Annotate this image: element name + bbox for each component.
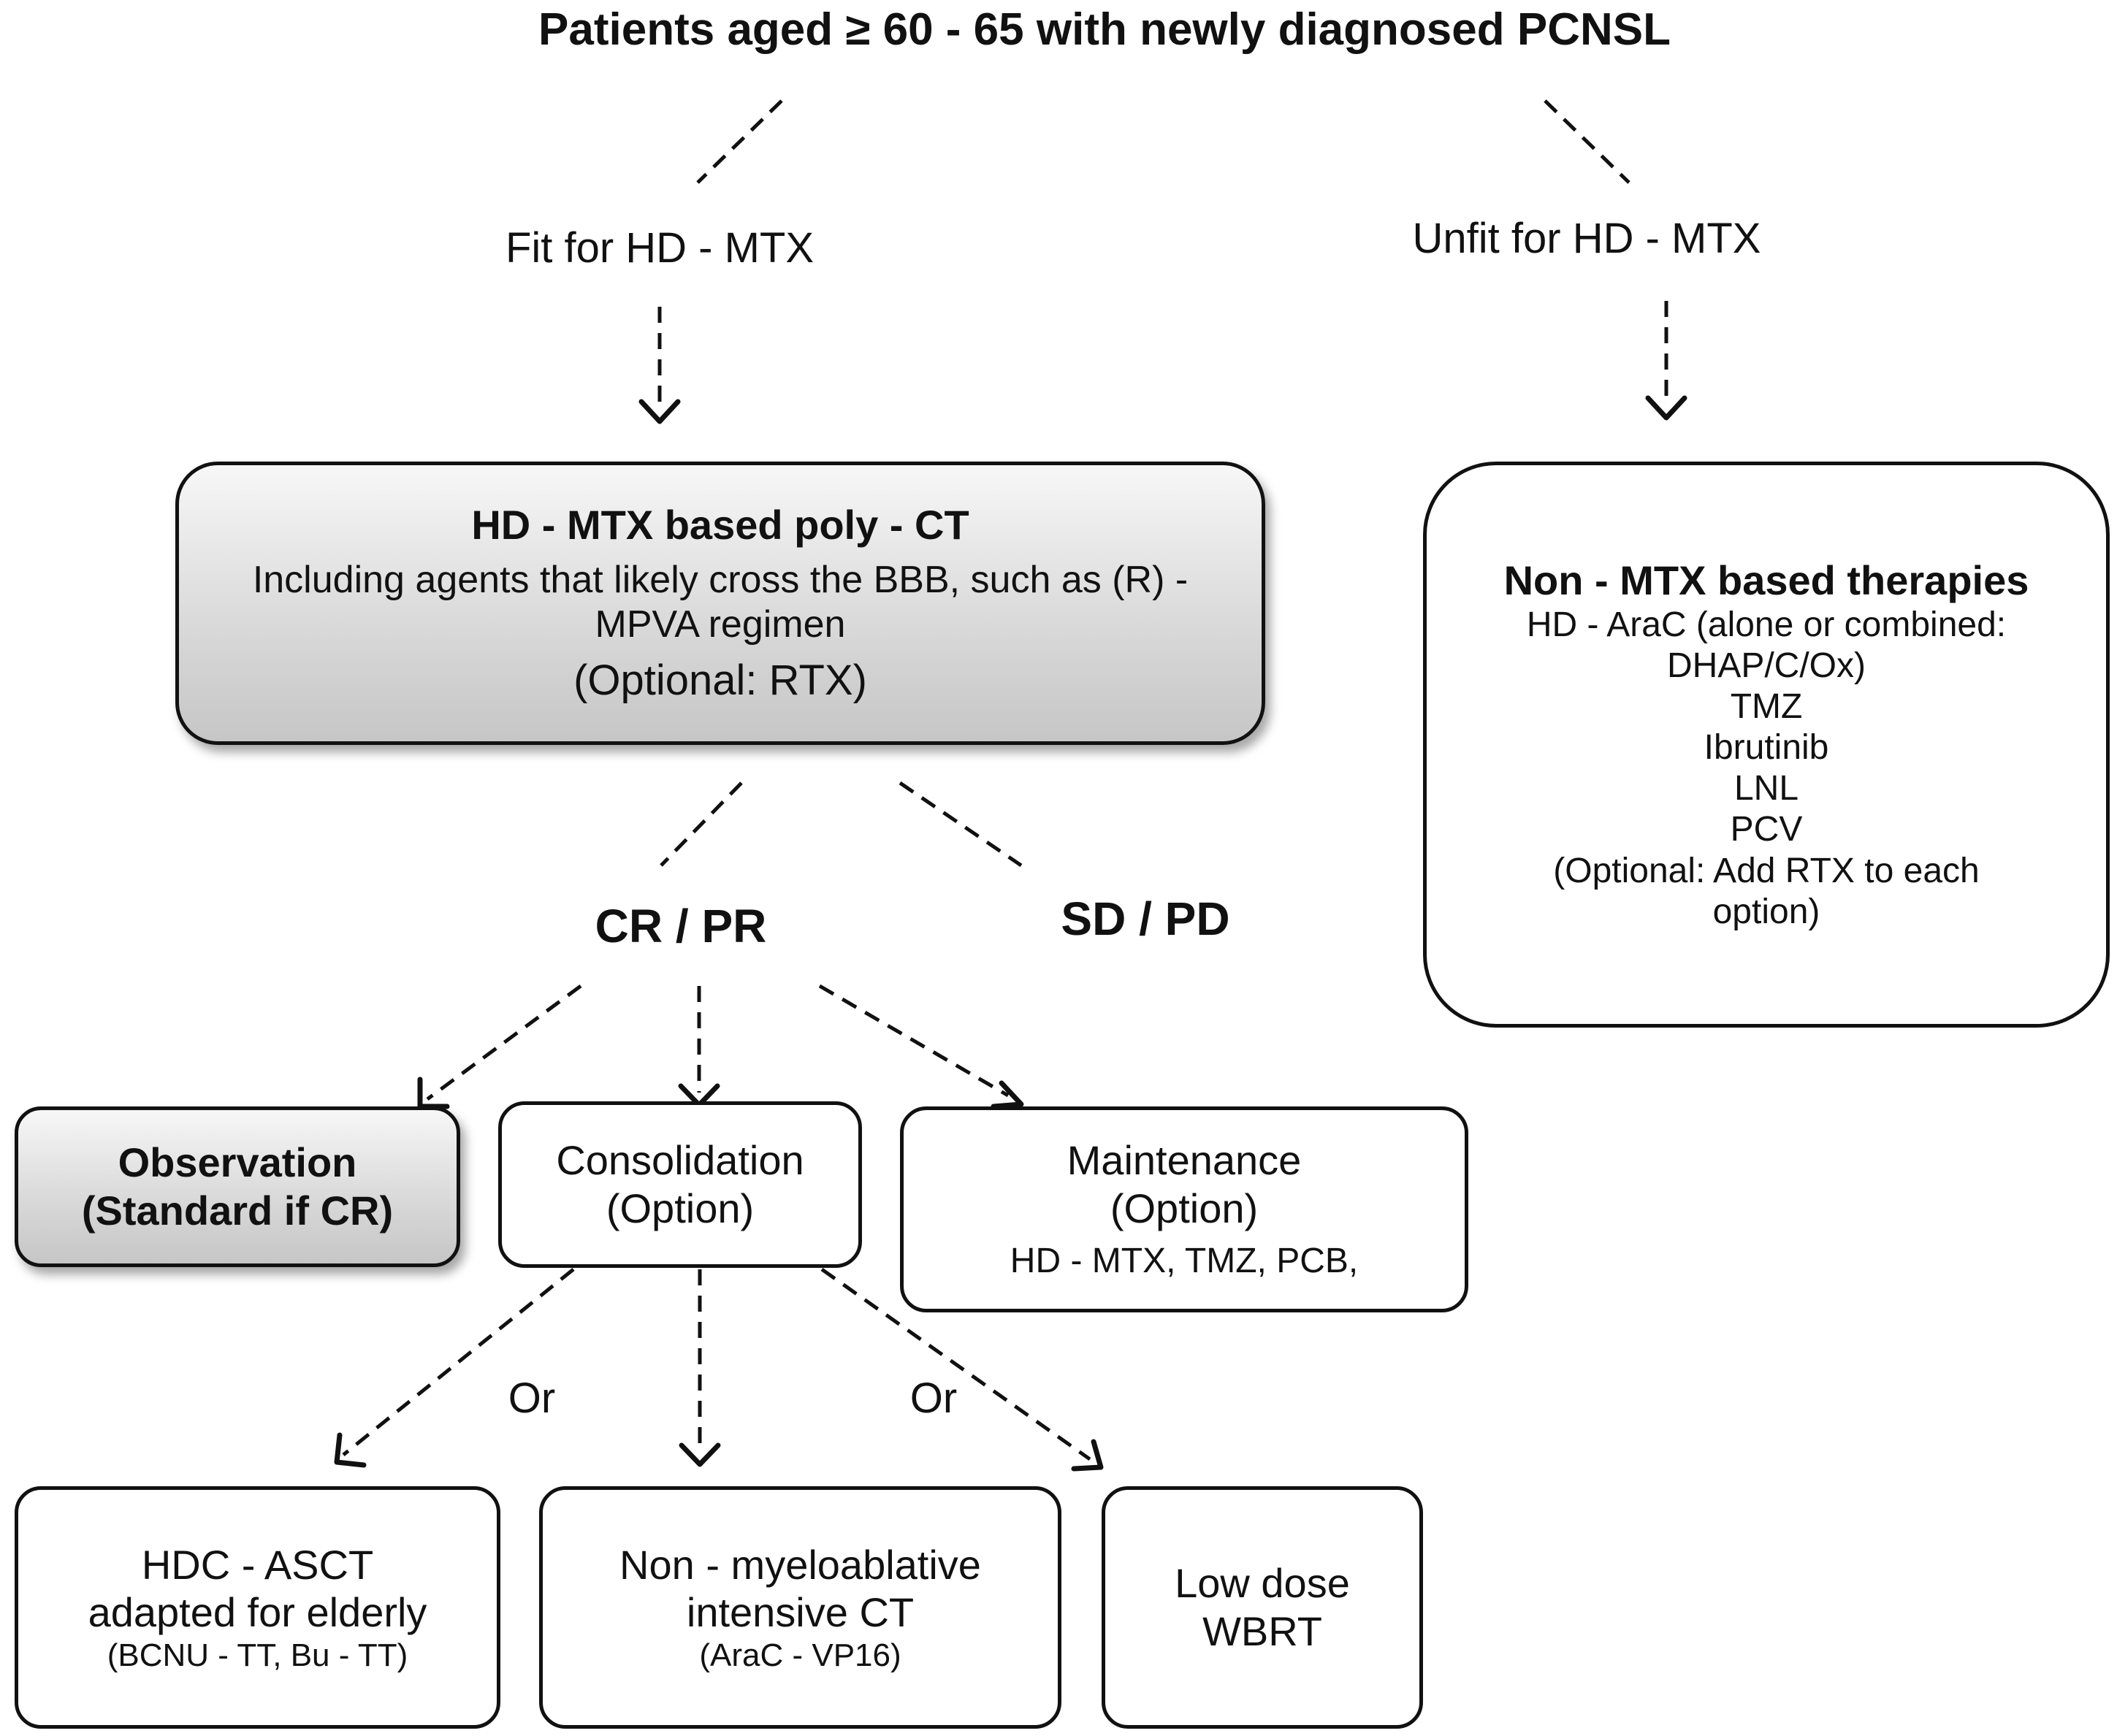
hd-mtx-optional: (Optional: RTX) [573, 656, 867, 704]
low-dose-wbrt-box: Low dose WBRT [1102, 1486, 1423, 1729]
wbrt-line2: WBRT [1202, 1608, 1322, 1654]
arrowhead-consolidation-to-nonmyelo [679, 1442, 721, 1467]
connector-consolidation-to-wbrt [820, 1267, 1091, 1461]
hdc-asct-box: HDC - ASCT adapted for elderly (BCNU - T… [15, 1486, 500, 1729]
fit-label: Fit for HD - MTX [505, 224, 815, 272]
non-mtx-line: DHAP/C/Ox) [1666, 646, 1866, 685]
observation-line2: (Standard if CR) [81, 1188, 394, 1234]
observation-line1: Observation [118, 1139, 357, 1186]
nonmyelo-line1: Non - myeloablative [619, 1541, 981, 1588]
non-mtx-line: HD - AraC (alone or combined: [1526, 605, 2007, 644]
hdc-line3: (BCNU - TT, Bu - TT) [107, 1637, 408, 1673]
nonmyelo-line2: intensive CT [686, 1589, 915, 1636]
non-mtx-box: Non - MTX based therapies HD - AraC (alo… [1423, 462, 2110, 1028]
non-mtx-title: Non - MTX based therapies [1503, 557, 2029, 604]
connector-crpr-to-observation [426, 984, 582, 1101]
consolidation-line1: Consolidation [556, 1137, 804, 1184]
diagram-title: Patients aged ≥ 60 - 65 with newly diagn… [538, 4, 1671, 55]
arrowhead-crpr-to-observation [417, 1077, 450, 1109]
arrowhead-fit-to-hdmtx [638, 399, 681, 424]
hd-mtx-line1: Including agents that likely cross the B… [252, 559, 1189, 601]
connector-hdmtx-to-crpr [660, 781, 743, 867]
maintenance-box: Maintenance (Option) HD - MTX, TMZ, PCB, [900, 1106, 1468, 1312]
non-mtx-line: LNL [1733, 769, 1799, 808]
non-mtx-line: Ibrutinib [1704, 728, 1829, 768]
maintenance-line2: (Option) [1110, 1185, 1259, 1231]
observation-box: Observation (Standard if CR) [15, 1106, 460, 1267]
or-label-right: Or [909, 1374, 958, 1422]
nonmyelo-line3: (AraC - VP16) [699, 1637, 901, 1673]
consolidation-line2: (Option) [606, 1185, 755, 1231]
connector-title-to-unfit [1544, 99, 1630, 184]
connector-consolidation-to-hdc [342, 1268, 575, 1456]
non-mtx-line: TMZ [1730, 687, 1803, 726]
hdc-line1: HDC - ASCT [141, 1541, 374, 1588]
wbrt-line1: Low dose [1175, 1560, 1350, 1607]
hd-mtx-box: HD - MTX based poly - CT Including agent… [175, 462, 1265, 745]
cr-pr-label: CR / PR [595, 900, 767, 952]
maintenance-line1: Maintenance [1067, 1137, 1302, 1184]
non-myeloablative-box: Non - myeloablative intensive CT (AraC -… [539, 1486, 1061, 1729]
or-label-left: Or [508, 1374, 556, 1422]
connector-title-to-fit [696, 99, 783, 184]
consolidation-box: Consolidation (Option) [498, 1101, 862, 1268]
non-mtx-line: (Optional: Add RTX to each [1553, 851, 1980, 890]
connector-hdmtx-to-sdpd [899, 781, 1023, 868]
hd-mtx-line2: MPVA regimen [595, 603, 846, 646]
connector-crpr-to-maintenance [818, 984, 1010, 1098]
maintenance-line3: HD - MTX, TMZ, PCB, [1010, 1242, 1359, 1281]
sd-pd-label: SD / PD [1061, 892, 1230, 945]
unfit-label: Unfit for HD - MTX [1412, 215, 1761, 262]
arrowhead-consolidation-to-hdc [334, 1432, 367, 1468]
hd-mtx-title: HD - MTX based poly - CT [471, 502, 969, 548]
arrowhead-crpr-to-maintenance [991, 1080, 1024, 1109]
non-mtx-line: option) [1712, 892, 1820, 931]
arrowhead-consolidation-to-wbrt [1071, 1439, 1104, 1472]
non-mtx-line: PCV [1730, 810, 1803, 849]
arrowhead-unfit-to-nonmtx [1645, 395, 1687, 421]
hdc-line2: adapted for elderly [88, 1589, 427, 1636]
